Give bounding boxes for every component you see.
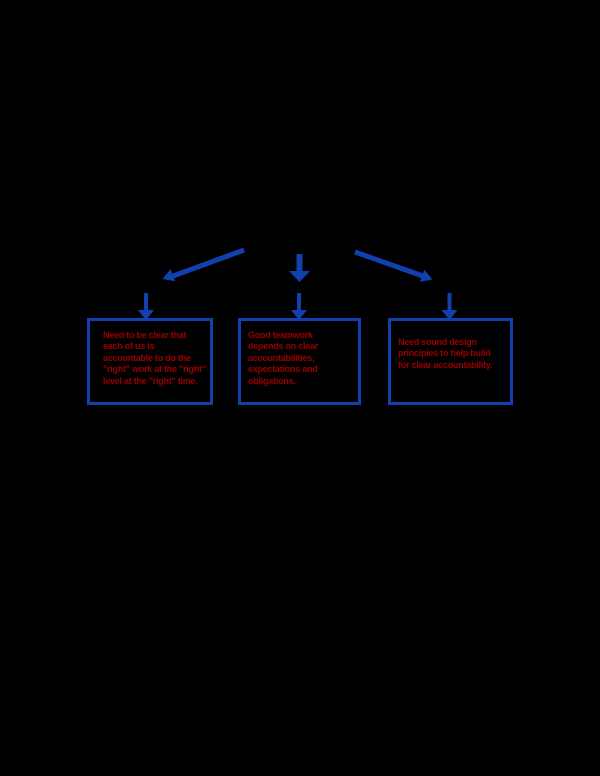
box-sound-design: Need sound design principles to help bui… xyxy=(388,318,513,405)
box-text-line: for clear accountability. xyxy=(398,359,493,370)
box-text-line: each of us is xyxy=(103,341,155,352)
arrow-short-left-icon xyxy=(138,293,154,320)
box-text-line: Good teamwork xyxy=(248,330,313,340)
box-text-line: principles to help build xyxy=(398,348,491,359)
box-clear-accountability: Need to be clear that each of us is acco… xyxy=(87,318,213,405)
arrow-diagonal-right-icon xyxy=(354,249,433,282)
box-text-line: expectations and xyxy=(248,364,318,375)
box-text-line: level at the "right" time. xyxy=(103,375,198,386)
box-text-line: Need sound design xyxy=(398,337,477,347)
box-good-teamwork: Good teamwork depends on clear accountab… xyxy=(238,318,361,405)
box-text-line: accountable to do the xyxy=(103,352,191,363)
arrow-short-center-icon xyxy=(291,293,307,320)
box-text-line: "right" work at the "right" xyxy=(103,364,206,375)
arrow-vertical-center-icon xyxy=(289,254,310,282)
arrow-diagonal-left-icon xyxy=(162,247,245,282)
box-text-line: accountabilities, xyxy=(248,352,315,363)
arrow-short-right-icon xyxy=(441,293,458,320)
box-text-line: depends on clear xyxy=(248,341,319,352)
box-text-line: obligations. xyxy=(248,375,296,386)
box-text-line: Need to be clear that xyxy=(103,330,187,340)
